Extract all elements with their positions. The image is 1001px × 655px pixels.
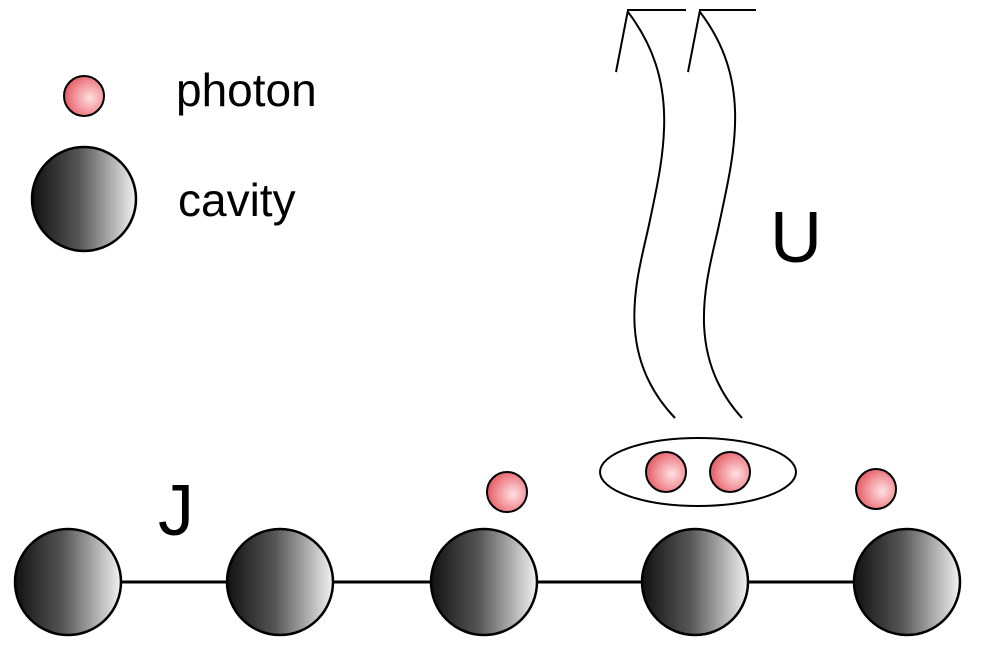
bound-pair-ellipse bbox=[599, 437, 797, 507]
interaction-arrows bbox=[615, 9, 756, 419]
legend-photon-icon bbox=[63, 75, 105, 117]
cavity-1 bbox=[13, 527, 123, 637]
cavity-3 bbox=[429, 527, 539, 637]
cavity-4 bbox=[640, 527, 750, 637]
arrowhead-left bbox=[615, 9, 686, 73]
wavy-arrow-left bbox=[627, 11, 676, 419]
lattice-cavities bbox=[13, 527, 962, 637]
legend-cavity-icon bbox=[30, 145, 138, 253]
photon-pair-left bbox=[645, 451, 687, 493]
lattice-photons bbox=[486, 437, 897, 513]
arrowhead-right bbox=[687, 9, 756, 73]
photon-cavity-5 bbox=[855, 468, 897, 510]
photon-pair-right bbox=[709, 451, 751, 493]
wavy-arrow-right bbox=[699, 11, 743, 419]
photon-cavity-3 bbox=[486, 471, 528, 513]
legend-photon-label: photon bbox=[176, 64, 317, 116]
cavity-2 bbox=[225, 527, 335, 637]
legend-cavity-label: cavity bbox=[178, 174, 296, 226]
interaction-label-u: U bbox=[770, 198, 822, 278]
legend: photon cavity bbox=[30, 64, 317, 253]
hopping-label-j: J bbox=[158, 471, 194, 551]
cavity-5 bbox=[852, 527, 962, 637]
